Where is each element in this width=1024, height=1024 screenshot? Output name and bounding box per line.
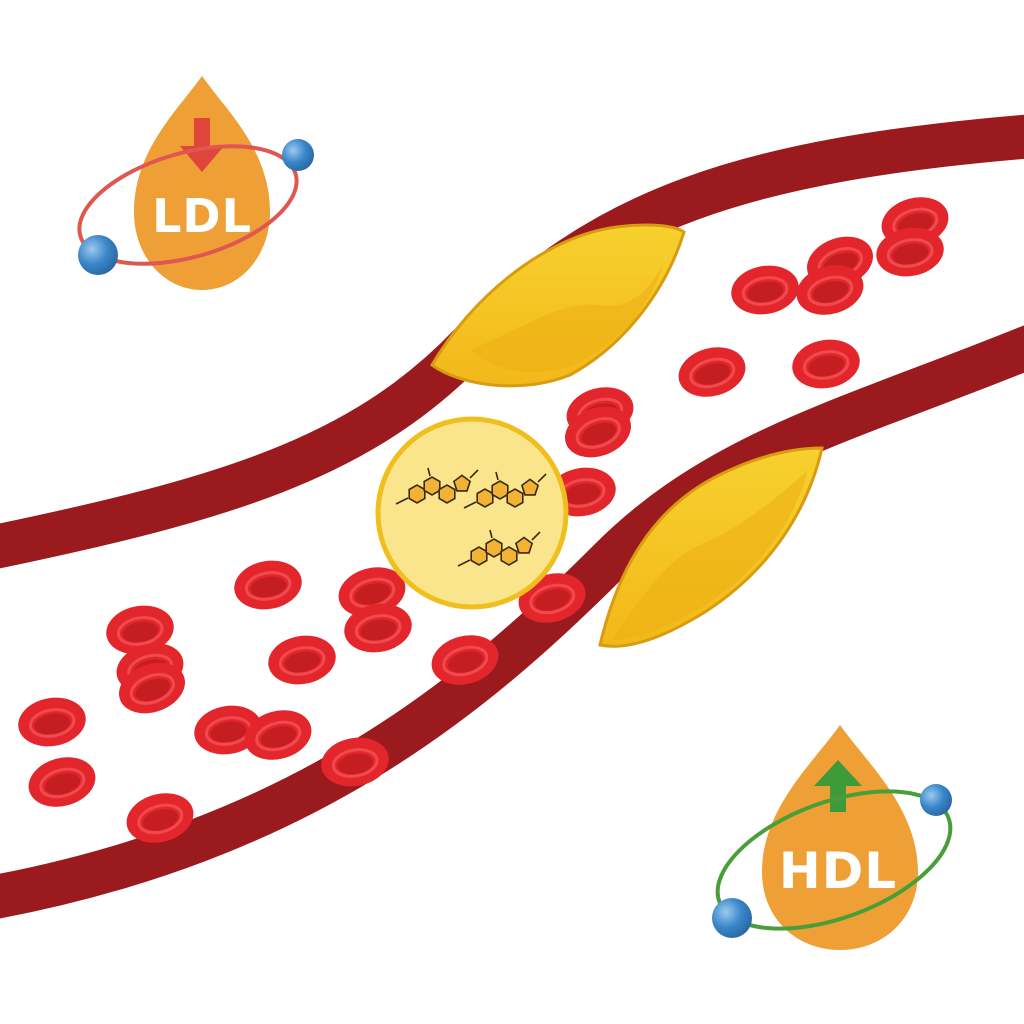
red-blood-cell	[678, 347, 746, 397]
red-blood-cell	[119, 662, 185, 714]
ldl-orbit	[77, 144, 299, 266]
hdl-drop-icon	[762, 725, 918, 950]
red-blood-cell	[731, 265, 799, 315]
orbit-ball-icon	[712, 898, 752, 938]
cholesterol-molecule-icon	[457, 529, 541, 567]
plaque-lower	[598, 446, 824, 648]
ldl-badge: LDL	[77, 76, 314, 290]
red-blood-cell	[796, 265, 864, 315]
orbit-ball-icon	[920, 784, 952, 816]
red-blood-cell	[126, 793, 194, 843]
orbit-ball-icon	[282, 139, 314, 171]
arrow-down-icon	[180, 118, 224, 172]
red-blood-cell	[876, 227, 944, 277]
ldl-drop-icon	[134, 76, 270, 290]
red-blood-cell	[28, 757, 96, 807]
red-blood-cell	[268, 635, 336, 685]
artery-wall-lower	[0, 325, 1024, 919]
cholesterol-molecule-icon	[463, 471, 547, 509]
ldl-label: LDL	[152, 189, 252, 243]
red-blood-cell	[321, 737, 389, 787]
arrow-up-icon	[814, 760, 862, 812]
red-blood-cell	[106, 605, 174, 655]
plaque-upper	[430, 223, 686, 388]
red-blood-cell	[792, 339, 860, 389]
red-blood-cells	[18, 197, 949, 843]
red-blood-cell	[431, 635, 499, 685]
red-blood-cell	[234, 560, 302, 610]
red-blood-cell	[244, 710, 312, 760]
red-blood-cell	[344, 603, 412, 653]
red-blood-cell	[18, 697, 86, 747]
hdl-badge: HDL	[712, 725, 953, 950]
cholesterol-molecule-bubble	[375, 416, 569, 610]
hdl-label: HDL	[779, 842, 897, 900]
orbit-ball-icon	[78, 235, 118, 275]
cholesterol-molecule-icon	[395, 467, 479, 505]
hdl-orbit	[715, 789, 953, 931]
cholesterol-molecules	[395, 467, 547, 567]
red-blood-cell	[565, 406, 631, 458]
